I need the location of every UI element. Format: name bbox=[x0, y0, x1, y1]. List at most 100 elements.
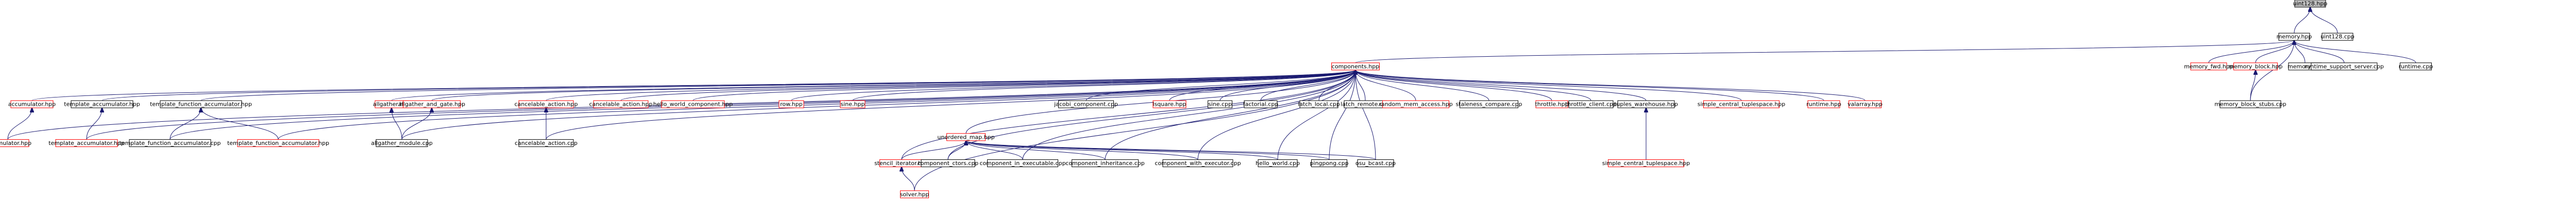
node-memory-hpp[interactable]: memory.hpp bbox=[2277, 32, 2312, 41]
node-tuples-warehouse-hpp[interactable]: tuples_warehouse.hpp bbox=[1614, 100, 1678, 108]
node-label: accumulator.hpp bbox=[0, 140, 31, 146]
node-label: cancelable_action.hpp bbox=[589, 101, 653, 108]
node-memory-block[interactable]: memory_block.hpp bbox=[2228, 62, 2283, 71]
edge-hello_world_cpp-to-components bbox=[1277, 70, 1355, 160]
node-box bbox=[1244, 100, 1278, 108]
edge-template_function_accumulator_hpp-to-components bbox=[200, 70, 1355, 101]
edge-accumulator2_hpp-to-accumulator_hpp bbox=[7, 108, 32, 140]
node-components[interactable]: components.hpp bbox=[1331, 62, 1380, 71]
node-latch-remote-cpp[interactable]: latch_remote.cpp bbox=[1341, 100, 1390, 108]
edge-random_mem_access_hpp-to-components bbox=[1355, 70, 1416, 101]
node-box bbox=[946, 133, 986, 141]
node-staleness-compare-cpp[interactable]: staleness_compare.cpp bbox=[1455, 100, 1522, 108]
node-template-function-accumulator2-hpp[interactable]: template_function_accumulator.hpp bbox=[227, 139, 329, 147]
edge-memory_block_stubs-to-memory_block bbox=[2250, 70, 2256, 101]
node-label: uint128.hpp bbox=[2293, 0, 2328, 7]
node-box bbox=[1258, 159, 1298, 167]
node-label: component_inheritance.cpp bbox=[1065, 160, 1144, 167]
node-label: throttle_client.cpp bbox=[1565, 101, 1617, 108]
node-uint128-cpp[interactable]: uint128.cpp bbox=[2320, 32, 2354, 41]
node-sine-hpp[interactable]: sine.hpp bbox=[840, 100, 866, 108]
node-accumulator-hpp[interactable]: accumulator.hpp bbox=[8, 100, 56, 108]
node-label: cancelable_action.hpp bbox=[515, 101, 578, 108]
node-allgather-hpp[interactable]: allgather.hpp bbox=[373, 100, 411, 108]
node-box bbox=[55, 139, 118, 147]
node-box bbox=[2219, 100, 2281, 108]
node-sine-cpp[interactable]: sine.cpp bbox=[1208, 100, 1232, 108]
node-label: jacobi_component.cpp bbox=[1054, 101, 1118, 108]
node-throttle-client-cpp[interactable]: throttle_client.cpp bbox=[1565, 100, 1617, 108]
node-cancelable-action-cpp[interactable]: cancelable_action.cpp bbox=[515, 139, 578, 147]
node-component-in-executable-cpp[interactable]: component_in_executable.cpp bbox=[979, 159, 1066, 167]
node-memory-fwd[interactable]: memory_fwd.hpp bbox=[2184, 62, 2233, 71]
node-simple-central-tuplespace-hpp-a[interactable]: simple_central_tuplespace.hpp bbox=[1698, 100, 1786, 108]
node-label: component_with_executor.cpp bbox=[1155, 160, 1241, 167]
node-runtime-cpp[interactable]: runtime.cpp bbox=[2399, 62, 2433, 71]
node-label: stencil_iterator.hpp bbox=[874, 160, 929, 167]
node-label: tuples_warehouse.hpp bbox=[1614, 101, 1678, 108]
node-allgather-and-gate-hpp[interactable]: allgather_and_gate.hpp bbox=[398, 100, 465, 108]
node-memory-block-stubs[interactable]: memory_block_stubs.cpp bbox=[2214, 100, 2286, 108]
edge-memory_block_stubs-to-memory_hpp bbox=[2250, 40, 2294, 101]
node-accumulator2-hpp[interactable]: accumulator.hpp bbox=[0, 139, 31, 147]
node-simple-central-tuplespace-hpp-b[interactable]: simple_central_tuplespace.hpp bbox=[1602, 159, 1690, 167]
node-throttle-hpp[interactable]: throttle.hpp bbox=[1535, 100, 1569, 108]
node-pingpong-cpp[interactable]: pingpong.cpp bbox=[1310, 159, 1349, 167]
edge-solver_hpp-to-stencil_iterator_hpp bbox=[902, 167, 915, 191]
node-jacobi-component-cpp[interactable]: jacobi_component.cpp bbox=[1054, 100, 1118, 108]
node-component-ctors-cpp[interactable]: component_ctors.cpp bbox=[918, 159, 979, 167]
node-template-function-accumulator-hpp[interactable]: template_function_accumulator.hpp bbox=[150, 100, 252, 108]
node-template-accumulator-hpp[interactable]: template_accumulator.hpp bbox=[64, 100, 140, 108]
node-uint128[interactable]: uint128.hpp bbox=[2293, 0, 2328, 8]
node-template-function-accumulator-cpp[interactable]: template_function_accumulator.cpp bbox=[120, 139, 221, 147]
node-box bbox=[987, 159, 1058, 167]
node-label: sine.hpp bbox=[841, 101, 865, 108]
node-cancelable-action-hpp[interactable]: cancelable_action.hpp bbox=[515, 100, 578, 108]
node-stencil-iterator-hpp[interactable]: stencil_iterator.hpp bbox=[874, 159, 929, 167]
edge-component_with_executor_cpp-to-components bbox=[1197, 70, 1355, 160]
edge-allgather_module_cpp-to-allgather_hpp bbox=[392, 108, 402, 140]
node-label: components.hpp bbox=[1332, 63, 1379, 70]
node-label: uint128.cpp bbox=[2320, 34, 2354, 40]
node-box bbox=[1807, 100, 1840, 108]
node-allgather-module-cpp[interactable]: allgather_module.cpp bbox=[371, 139, 433, 147]
node-label: template_function_accumulator.hpp bbox=[227, 140, 329, 146]
edge-uint128_cpp-to-uint128 bbox=[2310, 7, 2338, 34]
edge-cancelable_action_hpp2-to-components bbox=[620, 70, 1355, 101]
node-runtime-hpp[interactable]: runtime.hpp bbox=[1806, 100, 1841, 108]
node-label: simple_central_tuplespace.hpp bbox=[1698, 101, 1786, 108]
node-label: row.hpp bbox=[780, 101, 802, 108]
node-component-with-executor-cpp[interactable]: component_with_executor.cpp bbox=[1155, 159, 1241, 167]
node-box bbox=[2233, 62, 2278, 71]
edge-component_in_executable_cpp-to-components bbox=[1022, 70, 1355, 160]
node-row-hpp[interactable]: row.hpp bbox=[778, 100, 804, 108]
node-runtime-support-server[interactable]: runtime_support_server.cpp bbox=[2304, 62, 2384, 71]
node-label: template_function_accumulator.cpp bbox=[120, 140, 221, 146]
node-hello-world-component-hpp[interactable]: hello_world_component.hpp bbox=[653, 100, 733, 108]
node-factorial-cpp[interactable]: factorial.cpp bbox=[1243, 100, 1279, 108]
node-latch-local-cpp[interactable]: latch_local.cpp bbox=[1298, 100, 1340, 108]
node-label: allgather_and_gate.hpp bbox=[398, 101, 465, 108]
node-label: memory.hpp bbox=[2277, 34, 2312, 40]
node-box bbox=[160, 100, 242, 108]
node-valarray-hpp[interactable]: valarray.hpp bbox=[1848, 100, 1883, 108]
node-random-mem-access-hpp[interactable]: random_mem_access.hpp bbox=[1379, 100, 1453, 108]
edge-component_inheritance_cpp-to-unordered_hpp bbox=[966, 141, 1106, 160]
node-box bbox=[2400, 62, 2432, 71]
node-box bbox=[1357, 159, 1394, 167]
edge-simple_central_tuplespace_hpp_a-to-components bbox=[1355, 70, 1742, 101]
node-solver-hpp[interactable]: solver.hpp bbox=[900, 190, 929, 199]
node-tsquare-hpp[interactable]: lsquare.hpp bbox=[1153, 100, 1187, 108]
node-unordered-hpp[interactable]: unordered_map.hpp bbox=[937, 133, 995, 141]
node-template-accumulator2-hpp[interactable]: template_accumulator.hpp bbox=[48, 139, 125, 147]
node-box bbox=[237, 139, 319, 147]
node-box bbox=[921, 159, 975, 167]
node-component-inheritance-cpp[interactable]: component_inheritance.cpp bbox=[1065, 159, 1145, 167]
node-hello-world-cpp[interactable]: hello_world.cpp bbox=[1256, 159, 1300, 167]
node-cancelable-action-hpp2[interactable]: cancelable_action.hpp bbox=[589, 100, 653, 108]
node-label: throttle.hpp bbox=[1535, 101, 1568, 108]
node-label: component_in_executable.cpp bbox=[979, 160, 1065, 167]
edge-throttle_hpp-to-components bbox=[1355, 70, 1552, 101]
node-osu-bcast-cpp[interactable]: osu_bcast.cpp bbox=[1355, 159, 1396, 167]
node-label: lsquare.hpp bbox=[1153, 101, 1187, 108]
